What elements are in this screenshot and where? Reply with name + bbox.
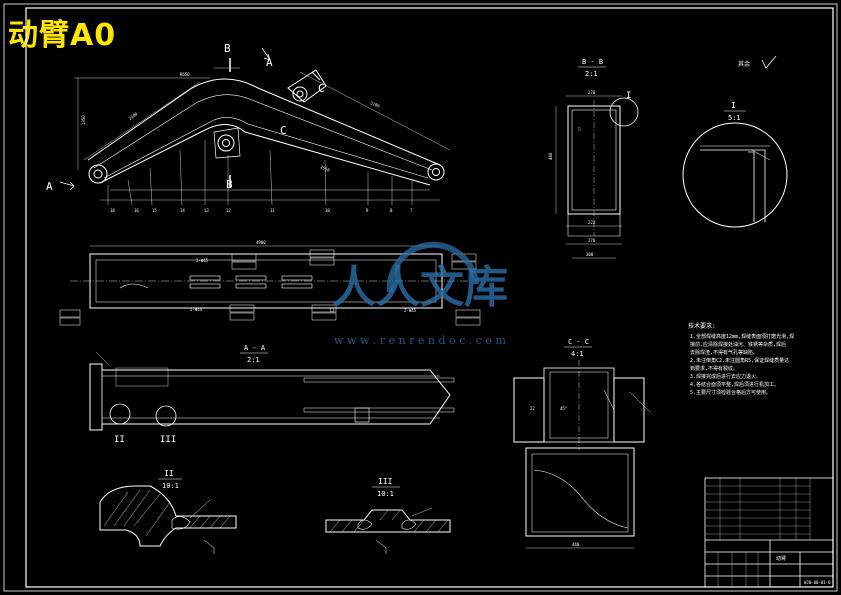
svg-text:II: II — [164, 469, 174, 478]
svg-text:A - A: A - A — [244, 344, 266, 352]
svg-text:7: 7 — [410, 208, 413, 213]
cc-view-label: C - C 4:1 — [564, 338, 592, 358]
aa-view-label: A - A 2:1 II III — [114, 344, 268, 445]
svg-text:其余: 其余 — [738, 60, 750, 68]
svg-text:2550: 2550 — [320, 164, 331, 172]
svg-text:9: 9 — [366, 208, 369, 213]
svg-text:2:1: 2:1 — [585, 70, 598, 78]
tech-line-1: 1.全部焊缝高度12mm,焊缝表面须打磨光滑,焊 — [690, 333, 794, 340]
svg-text:8: 8 — [390, 208, 393, 213]
tech-line-5: 到要求,不得有裂纹。 — [690, 365, 738, 372]
svg-text:A: A — [266, 56, 273, 69]
cc-section-view — [513, 360, 651, 549]
svg-text:222: 222 — [588, 220, 596, 225]
svg-text:2:1: 2:1 — [247, 356, 260, 364]
svg-text:□: □ — [578, 126, 581, 131]
svg-text:2100: 2100 — [128, 111, 139, 121]
bb-dimension-texts: 270 440 222 270 300 □ — [548, 90, 596, 257]
tech-line-8: 5.主要尺寸须检验合格后方可使用。 — [690, 389, 771, 396]
svg-text:16: 16 — [134, 208, 139, 213]
svg-text:C: C — [318, 82, 325, 95]
svg-text:4:1: 4:1 — [571, 350, 584, 358]
bb-section-view — [555, 95, 639, 259]
tech-line-3: 去除焊渣,不得有气孔等缺陷。 — [690, 349, 758, 356]
svg-text:10: 10 — [325, 208, 330, 213]
svg-text:2-Φ45: 2-Φ45 — [196, 258, 209, 263]
cc-dimension-texts: 440 45° 22 — [530, 406, 580, 547]
svg-text:22: 22 — [530, 406, 535, 411]
tech-title: 技术要求: — [688, 322, 716, 330]
detail-iii-label: III 10:1 — [372, 477, 400, 498]
boom-top-view — [59, 245, 481, 326]
aa-section-view — [89, 351, 455, 431]
detail-i-view — [682, 55, 788, 228]
detail-ii-label: II 10:1 — [158, 469, 182, 490]
svg-text:C: C — [280, 124, 287, 137]
svg-text:300: 300 — [586, 252, 594, 257]
svg-text:11: 11 — [270, 208, 275, 213]
title-block — [704, 477, 834, 588]
title-block-name: 动臂 — [776, 555, 786, 562]
inner-border — [25, 7, 834, 588]
title-block-drawing-no: WJ0-00-01-0 — [804, 580, 831, 585]
tech-line-7: 4.各结合面须平整,焊后须进行机加工。 — [690, 381, 779, 388]
svg-text:45°: 45° — [560, 406, 567, 411]
detail-ii-view — [99, 485, 237, 554]
svg-text:440: 440 — [572, 542, 580, 547]
svg-text:R650: R650 — [180, 72, 190, 77]
svg-text:18: 18 — [110, 208, 115, 213]
svg-text:3100: 3100 — [370, 100, 381, 108]
svg-text:B: B — [224, 42, 231, 55]
detail-i-labels: I 5:1 其余 — [724, 60, 750, 122]
outer-border — [3, 3, 838, 592]
svg-text:I: I — [626, 91, 631, 101]
svg-text:12: 12 — [226, 208, 231, 213]
svg-text:440: 440 — [548, 152, 553, 160]
svg-text:4900: 4900 — [256, 240, 266, 245]
svg-text:2-Φ45: 2-Φ45 — [404, 308, 417, 313]
svg-text:15: 15 — [152, 208, 157, 213]
detail-iii-view — [325, 507, 451, 554]
svg-text:1350: 1350 — [81, 115, 86, 125]
svg-text:14: 14 — [180, 208, 185, 213]
tech-line-2: 接前,应清除焊接处油污、铁锈等杂质,焊后 — [690, 341, 786, 348]
bb-view-label: B - B 2:1 I — [578, 58, 631, 101]
svg-text:13: 13 — [204, 208, 209, 213]
tech-requirements: 技术要求: 1.全部焊缝高度12mm,焊缝表面须打磨光滑,焊 接前,应清除焊接处… — [688, 322, 794, 396]
svg-text:B - B: B - B — [582, 58, 603, 66]
svg-text:I: I — [731, 101, 736, 110]
tech-line-6: 3.焊接完成后进行去应力退火。 — [690, 373, 761, 380]
tech-line-4: 2.未注倒角C2,未注圆角R5,保证焊缝质量达 — [690, 357, 789, 364]
svg-text:III: III — [378, 477, 393, 486]
svg-text:B: B — [226, 178, 233, 191]
svg-text:2-Φ45: 2-Φ45 — [190, 307, 203, 312]
boom-dimension-texts: 1350 2100 2550 R650 3100 18 16 15 14 13 12 1… — [81, 72, 413, 213]
svg-text:A: A — [46, 180, 53, 193]
svg-text:270: 270 — [588, 90, 596, 95]
svg-text:10:1: 10:1 — [377, 490, 394, 498]
title-block-texts: 动臂 WJ0-00-01-0 — [776, 555, 831, 585]
boom-main-view — [59, 47, 451, 206]
svg-text:C - C: C - C — [568, 338, 589, 346]
svg-text:II: II — [114, 435, 125, 445]
svg-text:10:1: 10:1 — [162, 482, 179, 490]
svg-text:5:1: 5:1 — [728, 114, 741, 122]
svg-text:III: III — [160, 435, 176, 445]
top-view-texts: 4900 2-Φ45 2-Φ45 2-Φ45 — [190, 240, 417, 313]
svg-text:270: 270 — [588, 238, 596, 243]
boom-section-marks: B B A A C C — [46, 42, 325, 193]
